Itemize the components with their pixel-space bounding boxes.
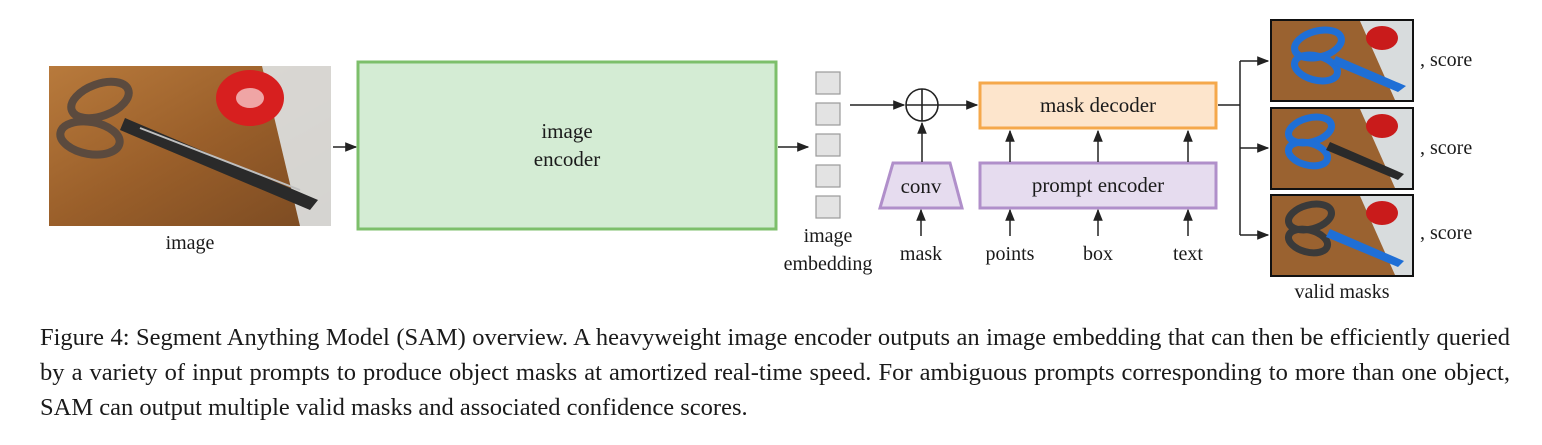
mask-decoder-box	[978, 81, 1218, 130]
input-image-label: image	[166, 232, 215, 254]
output-mask-1	[1270, 19, 1414, 102]
input-image	[49, 66, 331, 226]
embedding-label-2: embedding	[784, 253, 873, 275]
mask-input-label: mask	[900, 243, 942, 265]
embedding-cell	[815, 102, 841, 126]
output-mask-3	[1270, 194, 1414, 277]
add-operator-icon	[905, 88, 939, 122]
image-encoder-label-1: image	[541, 119, 592, 143]
score-label-2: , score	[1420, 137, 1472, 159]
prompt-input-text: text	[1173, 243, 1203, 265]
output-mask-2	[1270, 107, 1414, 190]
prompt-input-points: points	[986, 243, 1035, 265]
conv-label: conv	[901, 174, 942, 198]
figure-caption: Figure 4: Segment Anything Model (SAM) o…	[40, 324, 1510, 421]
embedding-cell	[815, 164, 841, 188]
score-label-3: , score	[1420, 222, 1472, 244]
prompt-encoder-box	[978, 161, 1218, 210]
valid-masks-label: valid masks	[1295, 281, 1390, 303]
prompt-input-box: box	[1083, 243, 1113, 265]
sam-diagram: image image encoder image embedding conv…	[49, 19, 1472, 303]
embedding-label-1: image	[804, 225, 853, 247]
embedding-cell	[815, 71, 841, 95]
image-embedding-stack	[815, 71, 841, 219]
prompt-encoder-label: prompt encoder	[1032, 173, 1164, 197]
image-encoder-box	[356, 60, 778, 231]
score-label-1: , score	[1420, 49, 1472, 71]
embedding-cell	[815, 133, 841, 157]
embedding-cell	[815, 195, 841, 219]
conv-block	[878, 161, 964, 210]
mask-decoder-label: mask decoder	[1040, 93, 1156, 117]
image-encoder-label-2: encoder	[534, 147, 600, 171]
